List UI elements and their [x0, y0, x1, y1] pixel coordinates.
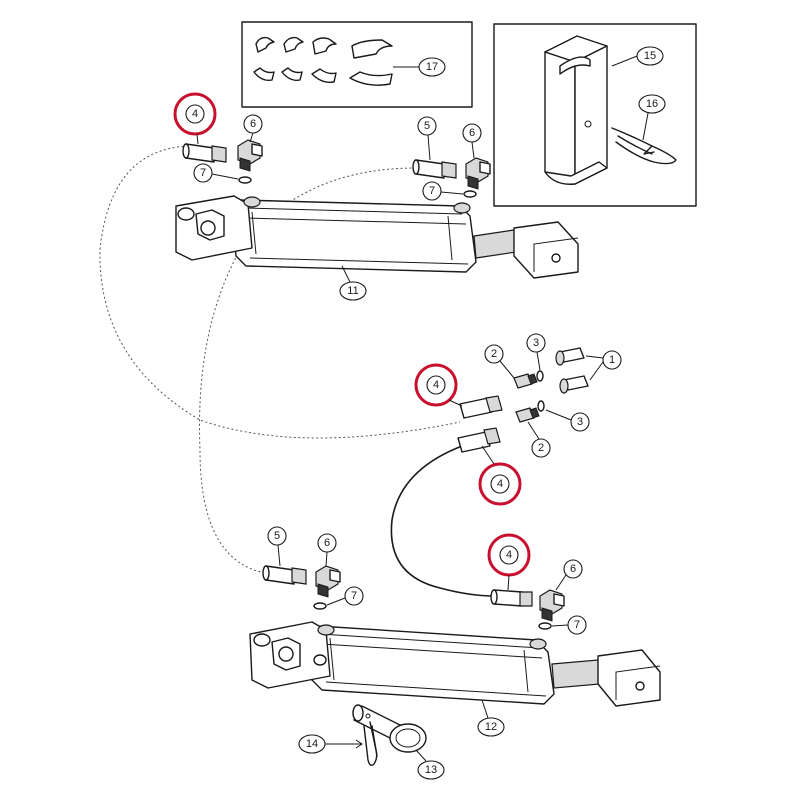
callout-11: 11 — [339, 281, 367, 301]
hose-end-mid-upper — [459, 395, 503, 419]
callout-1: 1 — [602, 350, 622, 370]
callout-7: 7 — [567, 615, 587, 635]
callout-3: 3 — [526, 333, 546, 353]
stop-kit-box: 17 — [241, 21, 473, 108]
elbow-fitting-top-right — [465, 157, 491, 190]
o-ring-top-right — [463, 190, 477, 198]
hairpin-clip-icon — [611, 127, 677, 165]
callout-7: 7 — [344, 586, 364, 606]
elbow-fitting-top-left — [237, 139, 263, 172]
callout-2: 2 — [531, 438, 551, 458]
svg-text:5: 5 — [424, 120, 430, 132]
swivel-pin-icon — [544, 35, 608, 185]
callout-14: 14 — [298, 734, 326, 754]
callout-6: 6 — [563, 559, 583, 579]
callout-17: 17 — [418, 57, 446, 77]
svg-text:6: 6 — [570, 563, 576, 575]
svg-text:6: 6 — [250, 118, 256, 130]
callout-3: 3 — [570, 412, 590, 432]
o-ring-bottom-left — [313, 602, 327, 610]
hydraulic-cylinder-bottom — [249, 621, 661, 707]
callout-4: 4 — [490, 474, 510, 494]
svg-text:5: 5 — [274, 530, 280, 542]
elbow-fitting-bottom-right — [539, 589, 565, 622]
quick-coupler-b — [559, 375, 589, 394]
highlight-ring — [478, 462, 522, 506]
hose-end-bottom-right — [490, 589, 533, 607]
o-ring-b — [537, 400, 545, 412]
svg-text:4: 4 — [506, 549, 512, 561]
svg-text:7: 7 — [200, 167, 206, 179]
svg-text:16: 16 — [646, 98, 658, 110]
svg-text:13: 13 — [425, 764, 437, 776]
hose-end-top-right — [412, 159, 457, 179]
svg-text:17: 17 — [426, 61, 438, 73]
callout-6: 6 — [462, 123, 482, 143]
clevis-pin-icon — [352, 704, 427, 753]
o-ring-a — [536, 370, 544, 382]
stop-segment-icon — [253, 67, 393, 86]
svg-text:6: 6 — [324, 537, 330, 549]
callout-4: 4 — [185, 104, 205, 124]
callout-13: 13 — [417, 760, 445, 780]
svg-text:4: 4 — [497, 478, 503, 490]
o-ring-bottom-right — [538, 622, 552, 630]
hose-end-bottom-left — [262, 565, 307, 585]
svg-text:7: 7 — [429, 185, 435, 197]
pin-clip-box: 15 16 — [493, 23, 697, 207]
svg-text:7: 7 — [574, 619, 580, 631]
callout-7: 7 — [422, 181, 442, 201]
callout-5: 5 — [417, 116, 437, 136]
callout-5: 5 — [267, 526, 287, 546]
svg-text:7: 7 — [351, 590, 357, 602]
svg-text:6: 6 — [469, 127, 475, 139]
highlight-ring — [173, 92, 217, 136]
hydraulic-hose — [390, 445, 495, 597]
svg-text:2: 2 — [538, 442, 544, 454]
svg-text:3: 3 — [533, 337, 539, 349]
svg-text:2: 2 — [491, 348, 497, 360]
svg-text:4: 4 — [192, 108, 198, 120]
svg-text:15: 15 — [644, 50, 656, 62]
hydraulic-cylinder-top — [175, 195, 579, 279]
quick-coupler-a — [555, 347, 585, 366]
svg-text:1: 1 — [609, 354, 615, 366]
callout-6: 6 — [243, 114, 263, 134]
hose-end-top-left — [182, 143, 227, 163]
callout-16: 16 — [638, 94, 666, 114]
svg-text:3: 3 — [577, 416, 583, 428]
svg-text:4: 4 — [433, 379, 439, 391]
o-ring-top-left — [238, 176, 252, 184]
callout-2: 2 — [484, 344, 504, 364]
callout-6: 6 — [317, 533, 337, 553]
svg-text:12: 12 — [485, 721, 497, 733]
callout-7: 7 — [193, 163, 213, 183]
adapter-fitting-b — [515, 407, 540, 423]
svg-text:11: 11 — [347, 285, 358, 297]
highlight-ring — [414, 363, 458, 407]
callout-12: 12 — [477, 717, 505, 737]
callout-4: 4 — [426, 375, 446, 395]
elbow-fitting-bottom-left — [315, 565, 341, 598]
stop-segment-icon — [255, 36, 393, 59]
callout-15: 15 — [636, 46, 664, 66]
hose-end-mid-lower — [457, 427, 501, 453]
cotter-pin-icon — [363, 721, 378, 767]
callout-4: 4 — [499, 545, 519, 565]
adapter-fitting-a — [513, 373, 538, 389]
svg-text:14: 14 — [306, 738, 318, 750]
hose-routing-dotted — [99, 145, 461, 574]
